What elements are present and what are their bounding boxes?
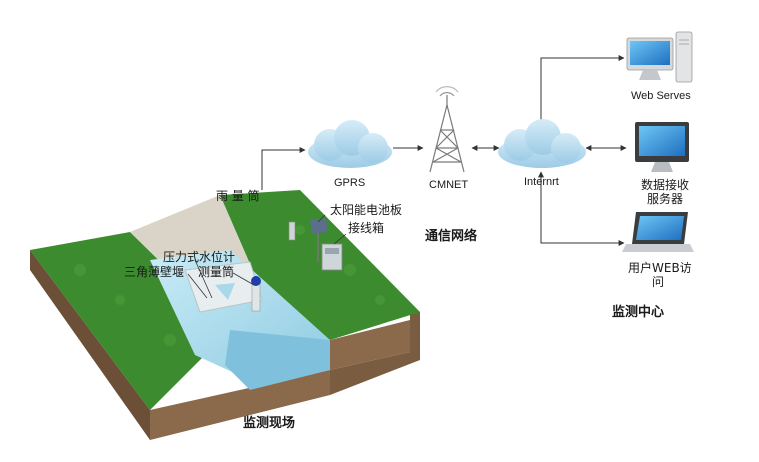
user-web-label-line2: 问 [651,275,664,289]
weir-label: 三角薄壁堰 [124,265,185,279]
site-leader-lines [187,214,347,299]
data-server-label-line2: 服务器 [646,192,683,206]
cmnet-label: CMNET [429,179,469,191]
gprs-cloud-icon [308,120,392,168]
cmnet-tower-icon [429,86,465,173]
internet-cloud-icon [498,119,586,168]
connection-lines [261,55,627,246]
monitoring-site-terrain [30,190,420,440]
user-laptop-icon [622,212,694,252]
pressure-gauge-label: 压力式水位计 [163,250,236,264]
center-title: 监测中心 [612,305,665,320]
measure-tube-label: 测量筒 [198,265,235,279]
data-server-label-line1: 数据接收 [640,178,689,192]
gprs-label: GPRS [334,177,366,189]
data-server-icon [635,122,689,172]
user-web-label-line1: 用户WEB访 [628,261,692,275]
junction-box-label: 接线箱 [348,221,385,235]
site-title: 监测现场 [243,416,296,431]
rain-gauge-label: 雨 量 筒 [216,189,260,203]
web-server-icon [626,31,693,83]
web-server-label: Web Serves [631,90,691,102]
network-title: 通信网络 [425,229,478,244]
internet-label: Internrt [524,176,559,188]
solar-panel-label: 太阳能电池板 [330,203,403,217]
